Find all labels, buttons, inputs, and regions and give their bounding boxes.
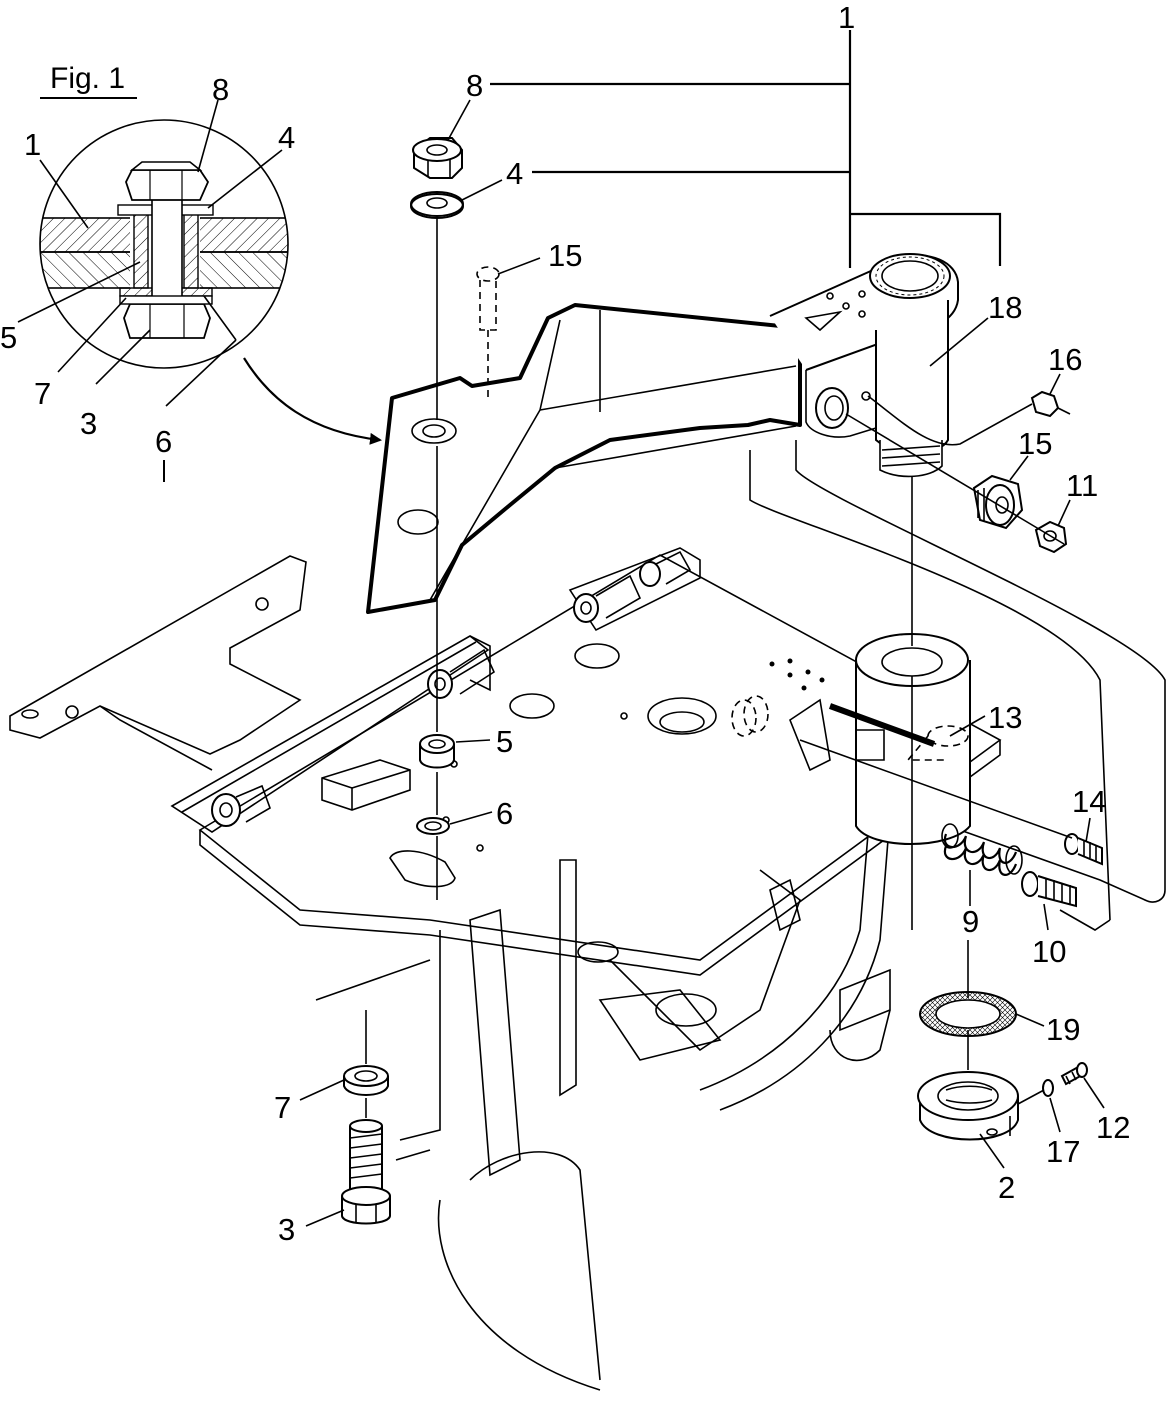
bushing-part-5 bbox=[419, 734, 455, 769]
figure-title: Fig. 1 bbox=[40, 62, 137, 99]
screw-part-14 bbox=[1064, 833, 1103, 866]
pivot-housing-part-18 bbox=[769, 253, 959, 478]
spring-part-9 bbox=[941, 823, 1023, 876]
callout-15-plug: 15 bbox=[1018, 426, 1052, 461]
callout-11: 11 bbox=[1066, 468, 1098, 503]
detail-label-5: 5 bbox=[0, 320, 17, 355]
detail-label-1: 1 bbox=[24, 127, 41, 162]
callout-8: 8 bbox=[466, 68, 483, 103]
left-bracket-plate bbox=[9, 555, 307, 771]
bolt-part-3 bbox=[341, 1119, 391, 1225]
nut-part-8 bbox=[412, 137, 463, 179]
callout-5: 5 bbox=[496, 724, 513, 759]
washer-part-19 bbox=[919, 991, 1017, 1037]
callout-12: 12 bbox=[1096, 1110, 1130, 1145]
washer-part-17 bbox=[1042, 1079, 1054, 1097]
detail-section-view bbox=[17, 99, 382, 482]
boundary-line-b bbox=[795, 440, 1166, 903]
callout-15-top: 15 bbox=[548, 238, 582, 273]
callout-18: 18 bbox=[988, 290, 1022, 325]
washer-part-6 bbox=[416, 817, 450, 835]
machine-base-plate bbox=[170, 547, 1002, 1391]
nut-part-16 bbox=[1030, 390, 1071, 418]
callout-17: 17 bbox=[1046, 1134, 1080, 1169]
callout-6: 6 bbox=[496, 796, 513, 831]
callout-16: 16 bbox=[1048, 342, 1082, 377]
screw-part-10 bbox=[1021, 871, 1077, 908]
callout-13: 13 bbox=[988, 700, 1022, 735]
clamp-ring-part-2 bbox=[917, 1071, 1019, 1141]
detail-label-4: 4 bbox=[278, 120, 295, 155]
clamp-sleeve bbox=[855, 633, 971, 845]
detail-label-3: 3 bbox=[80, 406, 97, 441]
presser-arm-part-1 bbox=[366, 303, 802, 614]
callout-9: 9 bbox=[962, 904, 979, 939]
detail-label-6: 6 bbox=[155, 424, 172, 459]
plug-part-15 bbox=[972, 474, 1024, 530]
leader-lines bbox=[299, 30, 1105, 1227]
callout-7: 7 bbox=[274, 1090, 291, 1125]
svg-text:Fig. 1: Fig. 1 bbox=[50, 62, 125, 95]
hidden-bushing bbox=[731, 695, 769, 737]
callout-3: 3 bbox=[278, 1212, 295, 1247]
washer-part-4 bbox=[410, 191, 464, 219]
callout-10: 10 bbox=[1032, 934, 1066, 969]
screw-part-12 bbox=[1060, 1062, 1088, 1086]
callout-2: 2 bbox=[998, 1170, 1015, 1205]
callout-4: 4 bbox=[506, 156, 523, 191]
boundary-line-a bbox=[749, 450, 1111, 921]
detail-label-7: 7 bbox=[34, 376, 51, 411]
detail-label-8: 8 bbox=[212, 72, 229, 107]
washer-part-7 bbox=[343, 1065, 389, 1096]
callout-19: 19 bbox=[1046, 1012, 1080, 1047]
callout-14: 14 bbox=[1072, 784, 1106, 819]
callout-1: 1 bbox=[838, 0, 855, 35]
